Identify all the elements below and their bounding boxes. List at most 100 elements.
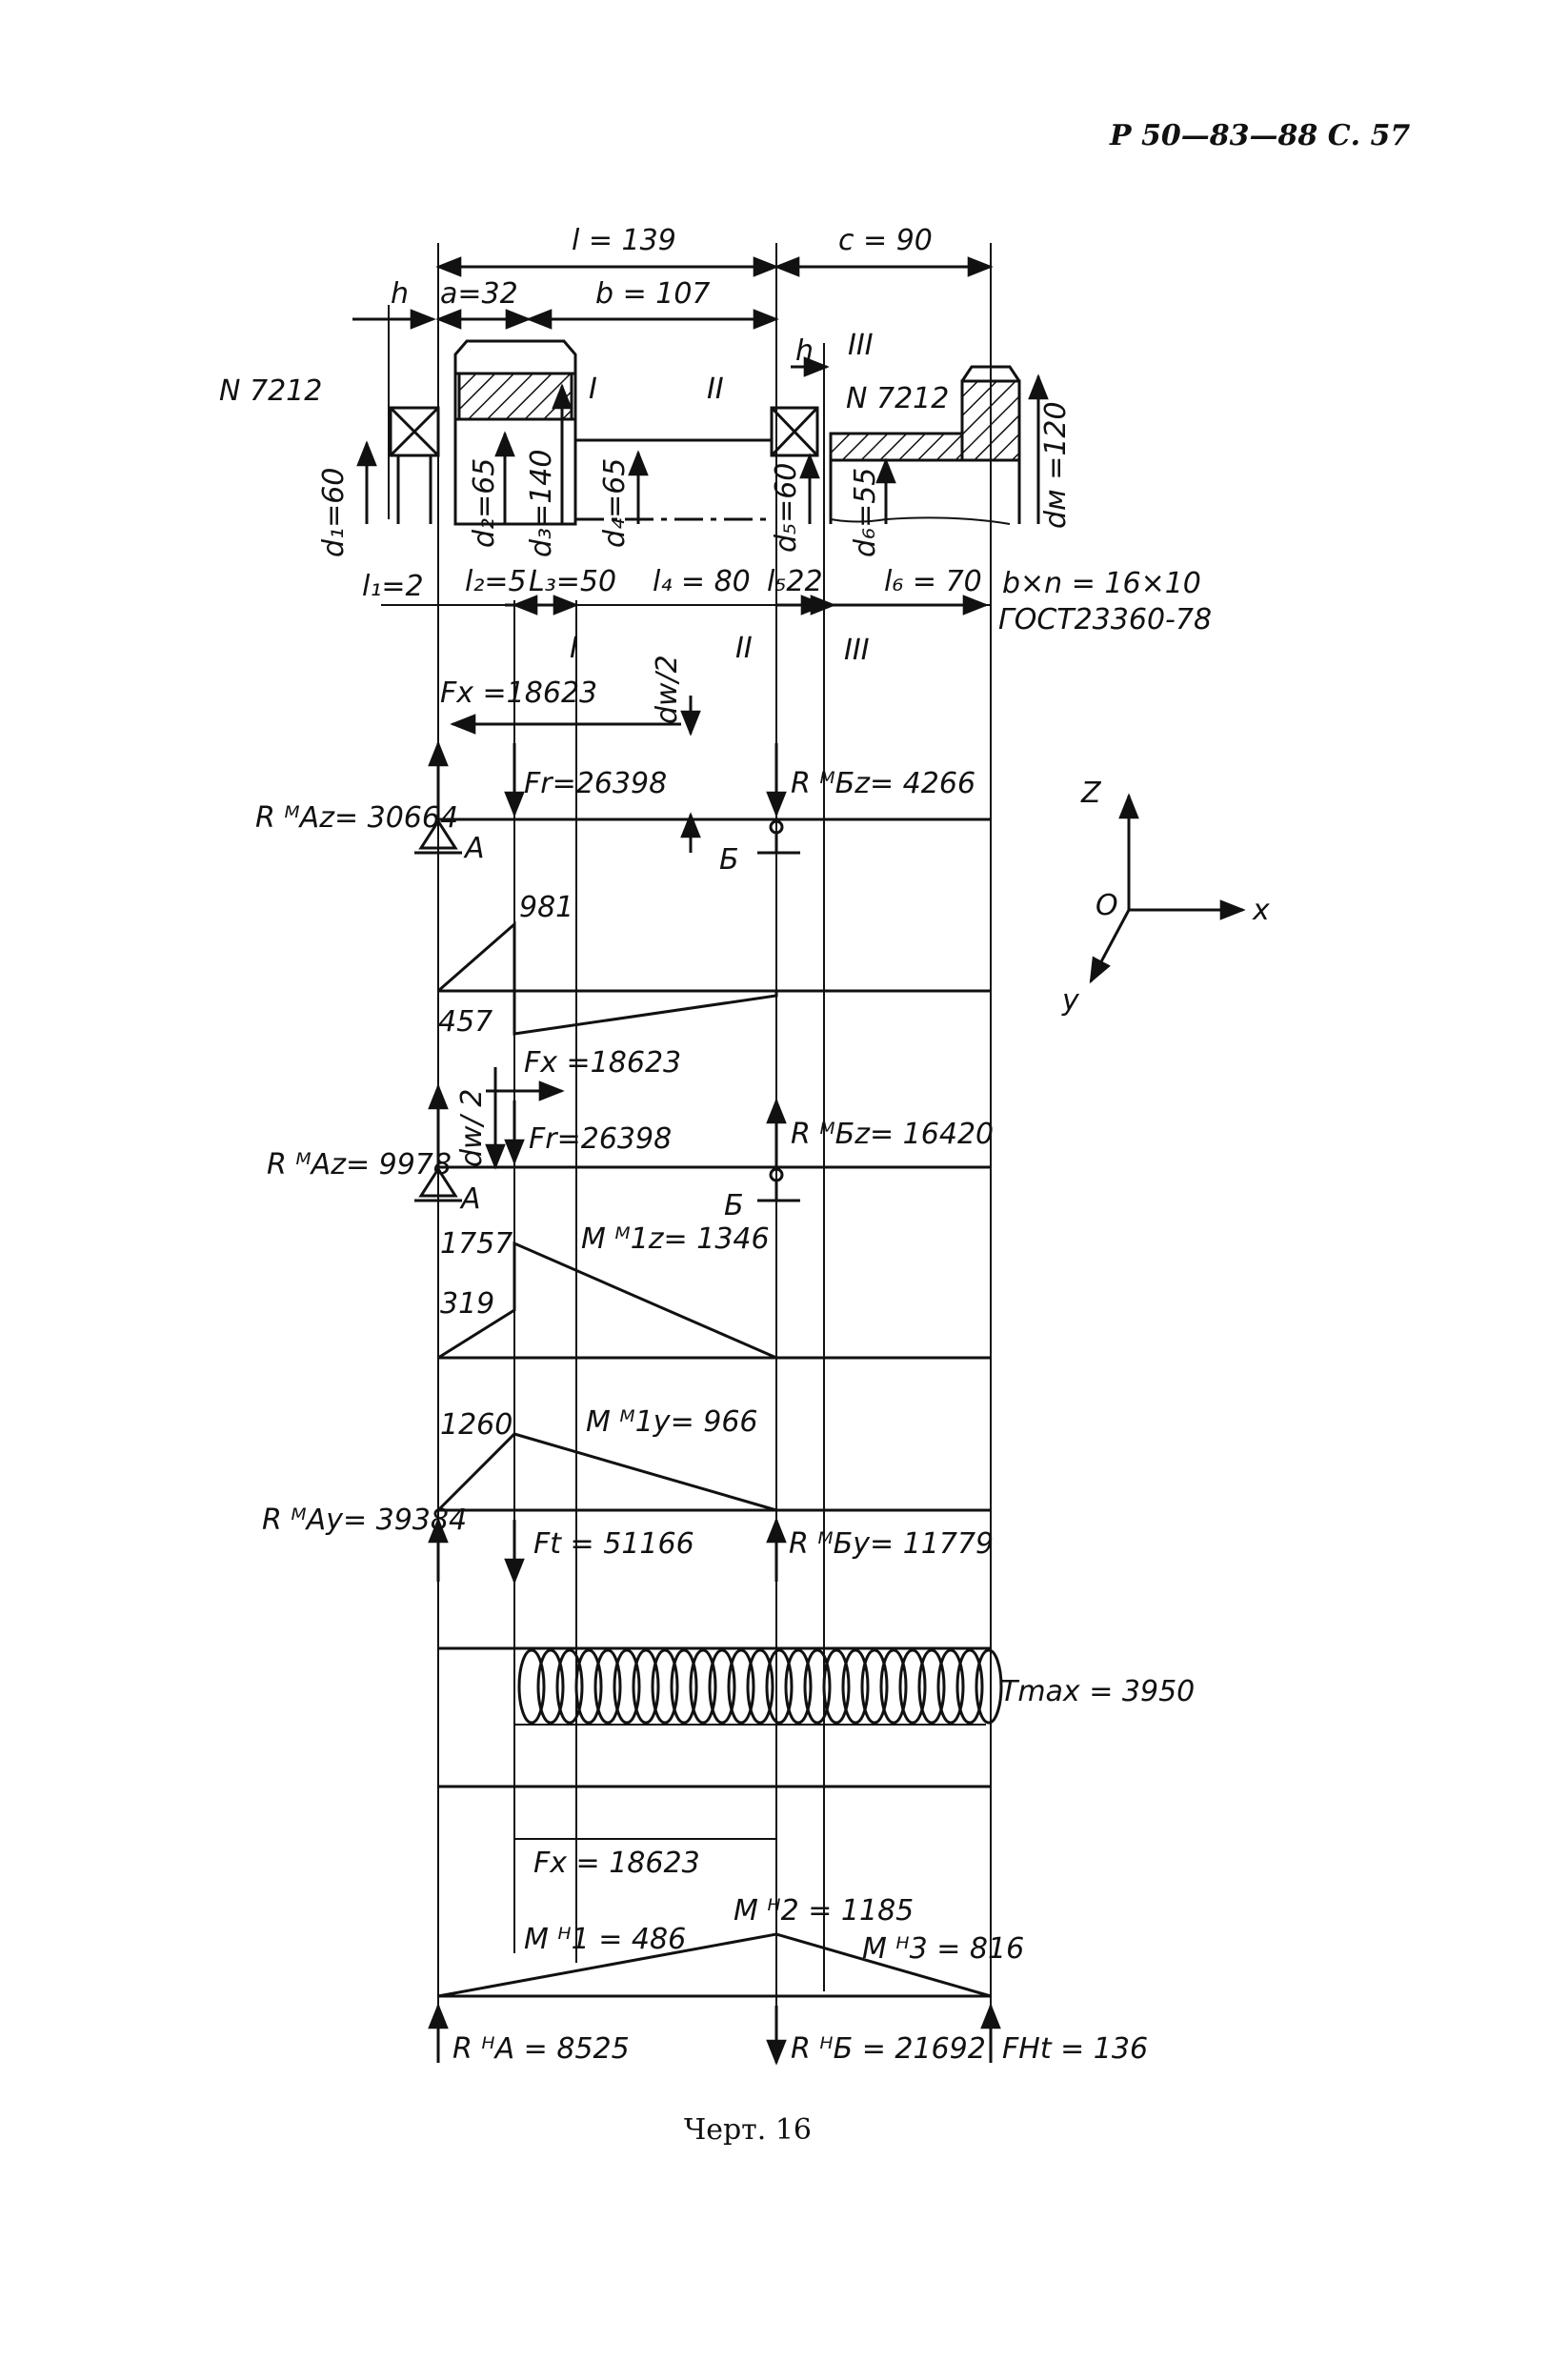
axial-m2: M ᴴ2 = 1185: [734, 1894, 914, 1928]
axial-m3: M ᴴ3 = 816: [862, 1932, 1024, 1966]
plane1-ra: R ᴹAz= 30664: [255, 801, 458, 835]
horizontal-labels: 1260 M ᴹ1y= 966 R ᴹAy= 39384 Ft = 51166 …: [262, 1405, 994, 1561]
plane1-loads: [414, 696, 991, 855]
horizontal-ft: Ft = 51166: [533, 1527, 694, 1561]
torque-tmax: Tmax = 3950: [1000, 1675, 1195, 1708]
axis-x: x: [1252, 894, 1270, 927]
plane2-support-a: A: [459, 1182, 481, 1216]
gost-ref: ГОСТ23360-78: [998, 603, 1212, 636]
torque-coil: [536, 1648, 565, 1725]
torque-coil: [879, 1648, 908, 1725]
axial-fht: FHt = 136: [1002, 2032, 1148, 2066]
plane2-m-peak: 1757: [440, 1227, 513, 1261]
len-l1: l₁=2: [362, 570, 424, 603]
len-l4: l₄ = 80: [653, 565, 751, 598]
axis-o: O: [1096, 889, 1118, 922]
len-l6: l₆ = 70: [884, 565, 982, 598]
coordinate-axes: [1089, 793, 1246, 984]
plane2-fx: Fx =18623: [524, 1046, 681, 1080]
dim-h-right: h: [795, 334, 814, 368]
torque-coil: [613, 1648, 641, 1725]
torque-coil: [746, 1648, 774, 1725]
torque-coil: [670, 1648, 698, 1725]
plane1-labels: Fx =18623 dw/2 Fr=26398 R ᴹAz= 30664 R ᴹ…: [255, 655, 975, 1039]
axial-fx: Fx = 18623: [533, 1847, 700, 1880]
dim-l: l = 139: [572, 224, 676, 257]
horizontal-m-peak: 1260: [440, 1408, 513, 1442]
torque-coil: [784, 1648, 813, 1725]
plane1-dw2: dw/2: [651, 655, 684, 724]
torque-diagram: [438, 1646, 991, 1788]
plane1-fr: Fr=26398: [524, 767, 667, 800]
plane2-loads: [414, 1067, 991, 1202]
diam-d5: d₅=60: [770, 463, 803, 553]
section-III-top: III: [848, 329, 874, 362]
torque-coil: [708, 1648, 736, 1725]
plane1-m-low: 457: [438, 1005, 493, 1039]
section-II-bottom: II: [735, 632, 753, 665]
len-l2: l₂=5: [465, 565, 527, 598]
plane1-support-b: Б: [719, 843, 739, 877]
len-l5: l₅22: [767, 565, 823, 598]
torque-coil: [975, 1648, 1003, 1725]
horizontal-ra: R ᴹAy= 39384: [262, 1504, 467, 1537]
section-I-top: I: [589, 373, 597, 406]
torque-coil: [727, 1648, 755, 1725]
torque-coil: [936, 1648, 965, 1725]
diam-d3: d₃=140: [525, 450, 558, 557]
torque-coil: [860, 1648, 889, 1725]
axis-z: Z: [1080, 777, 1102, 810]
axial-diagram: [428, 1838, 1001, 2066]
len-l3: L₃=50: [529, 565, 616, 598]
torque-coil: [517, 1648, 546, 1725]
torque-coil: [574, 1648, 603, 1725]
torque-coil: [955, 1648, 984, 1725]
torque-coil: [593, 1648, 622, 1725]
plane2-fr: Fr=26398: [529, 1122, 672, 1156]
diam-d6: d₆=55: [849, 468, 882, 557]
shaft-drawing: [352, 243, 1049, 2063]
horizontal-rb: R ᴹБy= 11779: [789, 1527, 994, 1561]
plane2-rb: R ᴹБz= 16420: [791, 1118, 994, 1151]
torque-coil: [822, 1648, 851, 1725]
diam-d4: d₄=65: [598, 458, 632, 548]
axial-labels: Fx = 18623 M ᴴ1 = 486 M ᴴ2 = 1185 M ᴴ3 =…: [452, 1847, 1148, 2066]
axial-rb: R ᴴБ = 21692: [791, 2032, 986, 2066]
plane1-m-high: 981: [519, 891, 573, 924]
bearing-left-label: N 7212: [219, 374, 322, 408]
torque-coil: [651, 1648, 679, 1725]
dim-b: b = 107: [595, 277, 711, 311]
plane2-dw2: dw/ 2: [455, 1089, 489, 1167]
plane1-rb: R ᴹБz= 4266: [791, 767, 975, 800]
axial-ra: R ᴴA = 8525: [452, 2032, 630, 2066]
shaft-labels: l = 139 c = 90 h a=32 b = 107 h N 7212 N…: [219, 224, 1212, 667]
plane2-labels: Fx =18623 dw/ 2 Fr=26398 R ᴹAz= 9978 R ᴹ…: [267, 1046, 994, 1321]
figure-caption: Черт. 16: [684, 2113, 812, 2147]
torque-coil: [632, 1648, 660, 1725]
horizontal-m1y: M ᴹ1y= 966: [586, 1405, 758, 1439]
horizontal-moment: [428, 1432, 991, 1585]
torque-coil: [841, 1648, 870, 1725]
spline-spec: b×n = 16×10: [1002, 567, 1201, 600]
torque-coil: [555, 1648, 584, 1725]
plane1-support-a: A: [463, 832, 485, 865]
plane2-moment: [437, 1241, 991, 1360]
torque-coil: [765, 1648, 794, 1725]
section-III-bottom: III: [844, 634, 870, 667]
dim-a: a=32: [440, 277, 518, 311]
torque-coil: [898, 1648, 927, 1725]
plane2-ra: R ᴹAz= 9978: [267, 1148, 452, 1181]
axis-y: y: [1061, 984, 1080, 1018]
section-I-bottom: I: [570, 632, 578, 665]
bearing-right-label: N 7212: [846, 382, 949, 415]
diam-d1: d₁=60: [317, 468, 351, 557]
dim-h-left: h: [391, 277, 409, 311]
axial-m1: M ᴴ1 = 486: [524, 1923, 686, 1956]
torque-hatch: [517, 1648, 1003, 1725]
page-reference: Р 50—83—88 С. 57: [1109, 119, 1410, 152]
plane2-m-low: 319: [440, 1287, 494, 1321]
plane2-m1z: M ᴹ1z= 1346: [581, 1222, 770, 1256]
section-II-top: II: [707, 373, 724, 406]
